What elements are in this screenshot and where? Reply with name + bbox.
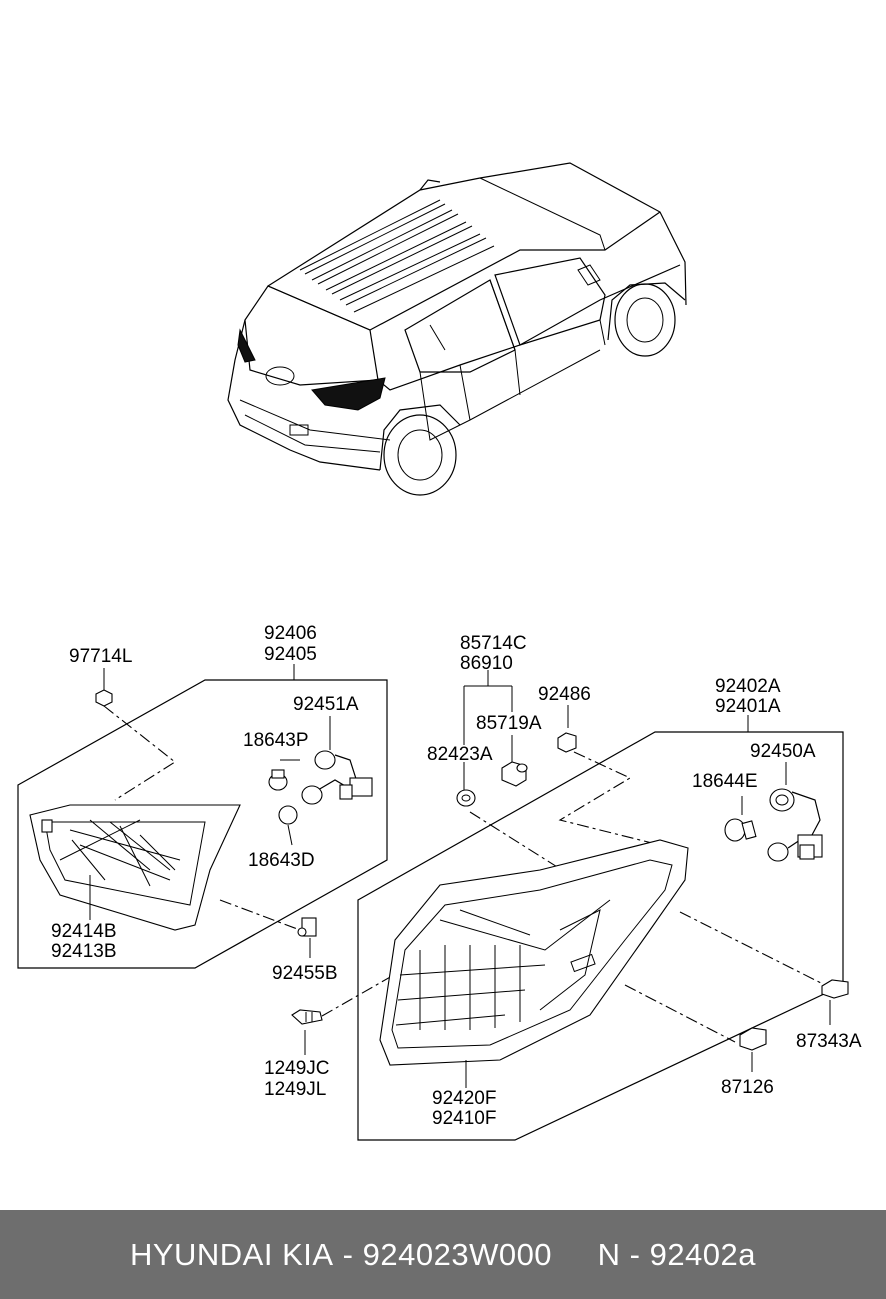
label-97714L: 97714L <box>69 646 132 667</box>
footer-separator: - <box>333 1236 363 1272</box>
label-82423A: 82423A <box>427 744 493 765</box>
footer-ref-prefix: N - <box>597 1236 650 1272</box>
inner-lamp-box <box>17 679 388 969</box>
bulb-18643D <box>278 805 298 825</box>
clip-87126 <box>739 1027 767 1051</box>
label-92401A: 92401A <box>715 696 781 717</box>
inner-lamp-group <box>17 664 388 969</box>
part-labels: 97714L 92406 92405 92451A 18643P 18643D … <box>51 623 862 1129</box>
label-92450A: 92450A <box>750 741 816 762</box>
outer-lamp-housing <box>379 839 689 1066</box>
footer-gap <box>552 1237 598 1273</box>
screw-1249JC <box>291 1009 323 1025</box>
nut-92486 <box>557 732 577 753</box>
socket-92450A <box>769 788 795 812</box>
vehicle-illustration <box>227 162 687 496</box>
label-92451A: 92451A <box>293 694 359 715</box>
label-87126: 87126 <box>721 1077 774 1098</box>
label-18643P: 18643P <box>243 730 309 751</box>
center-hardware-group <box>291 670 577 1055</box>
label-92414B: 92414B <box>51 921 117 942</box>
parts-diagram: 97714L 92406 92405 92451A 18643P 18643D … <box>17 162 862 1141</box>
clip-87343A <box>821 979 849 999</box>
inner-lamp-housing <box>29 804 241 931</box>
label-86910: 86910 <box>460 653 513 674</box>
footer-ref-code: 92402a <box>649 1236 757 1272</box>
nut-97714L <box>95 689 113 707</box>
label-92402A: 92402A <box>715 676 781 697</box>
label-85719A: 85719A <box>476 713 542 734</box>
connector <box>349 777 373 797</box>
outer-lamp-group <box>357 715 849 1141</box>
label-1249JL: 1249JL <box>264 1079 326 1100</box>
label-92413B: 92413B <box>51 941 117 962</box>
bulb-18644E <box>724 818 746 842</box>
label-92455B: 92455B <box>272 963 338 984</box>
label-92405: 92405 <box>264 644 317 665</box>
socket-92451A <box>314 750 336 770</box>
label-18643D: 18643D <box>248 850 315 871</box>
label-1249JC: 1249JC <box>264 1058 330 1079</box>
label-87343A: 87343A <box>796 1031 862 1052</box>
label-85714C: 85714C <box>460 633 527 654</box>
label-92486: 92486 <box>538 684 591 705</box>
label-18644E: 18644E <box>692 771 758 792</box>
footer-part-number: 924023W000 <box>362 1236 553 1272</box>
label-92420F: 92420F <box>432 1088 496 1109</box>
label-92406: 92406 <box>264 623 317 644</box>
footer-brand: HYUNDAI KIA <box>129 1236 334 1272</box>
part-number-footer: HYUNDAI KIA - 924023W000 N - 92402a <box>0 1210 886 1299</box>
label-92410F: 92410F <box>432 1108 496 1129</box>
grommet-82423A <box>456 789 476 807</box>
